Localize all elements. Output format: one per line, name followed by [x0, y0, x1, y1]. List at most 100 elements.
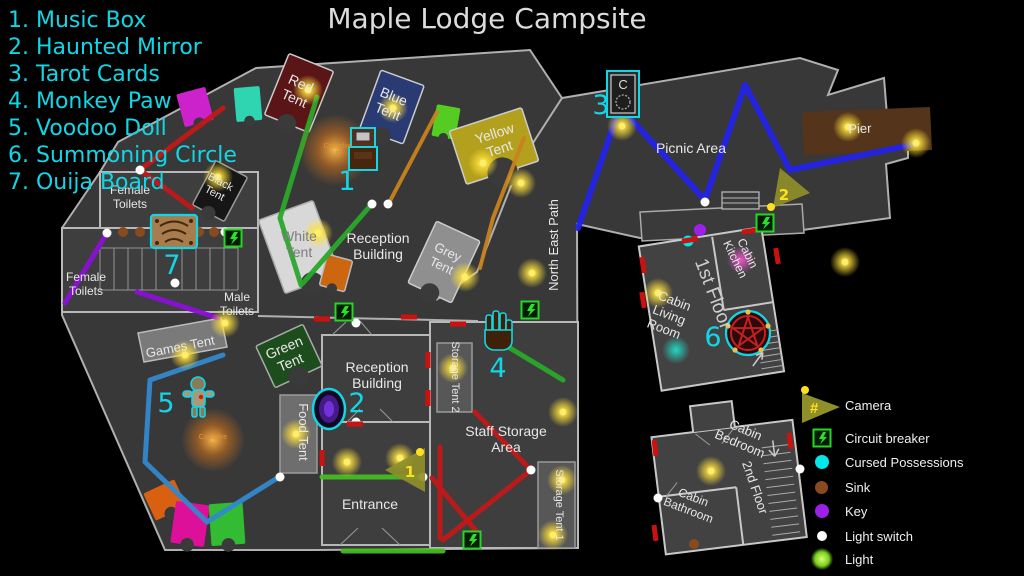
- cursed-list-item: 5. Voodoo Doll: [8, 116, 167, 141]
- cable-blue-games: [142, 352, 282, 525]
- music-box-number: 1: [338, 166, 355, 197]
- lightning-icon: [341, 306, 350, 319]
- circuit-breaker-icon: [462, 530, 482, 550]
- tent-teal-nw-canvas: [233, 86, 263, 122]
- light-switch: [526, 465, 536, 475]
- cable-orange-2: [478, 136, 526, 270]
- tent-teal-nw-notch: [244, 115, 255, 127]
- cable-purple-toilets: [62, 230, 110, 306]
- light: [293, 75, 323, 105]
- camera-2: 2: [767, 168, 810, 211]
- cable-orange-1: [388, 110, 439, 203]
- light-switch: [275, 472, 285, 482]
- light-bulb: [449, 364, 457, 372]
- legend-label: Circuit breaker: [845, 430, 930, 446]
- light: [303, 218, 333, 248]
- light-switch: [653, 493, 663, 503]
- light-bulb: [221, 319, 229, 327]
- light-switch: [383, 199, 393, 209]
- light-bulb: [214, 173, 222, 181]
- cabin-2f-partitions: [658, 486, 745, 545]
- light-switch-icon: [816, 531, 827, 541]
- light-bulb: [343, 458, 351, 466]
- legend-row-circuit-breaker: Circuit breaker: [798, 426, 1024, 450]
- camera-icon: #: [800, 386, 840, 423]
- legend-row-key: Key: [798, 499, 1024, 523]
- legend-icon-cell: [798, 480, 845, 494]
- light-bulb: [517, 179, 525, 187]
- sink: [209, 227, 219, 237]
- light: [643, 278, 673, 308]
- ouija-board-icon: [149, 213, 199, 250]
- cabin-1f-partitions: [711, 236, 774, 311]
- light-bulb: [559, 408, 567, 416]
- cabin-2f-stairs-arrow: [768, 440, 780, 457]
- cursed-list-item: 6. Summoning Circle: [8, 143, 237, 168]
- door-marker: [741, 227, 759, 235]
- legend-icon-cell: [798, 548, 845, 570]
- haunted-mirror-icon: [311, 387, 347, 431]
- cursed-list-item: 4. Monkey Paw: [8, 89, 172, 114]
- light: [833, 112, 863, 142]
- light-switch: [135, 165, 145, 175]
- games-tent: [137, 317, 228, 363]
- campfire-a-glow: [181, 408, 245, 472]
- tent-orange-small-notch: [326, 283, 338, 294]
- light-bulb: [844, 123, 852, 131]
- light: [506, 168, 536, 198]
- cursed-possession-icon: [814, 455, 829, 469]
- legend-icon-cell: [798, 455, 845, 469]
- music-box-icon: [348, 127, 378, 171]
- light-bulb: [912, 139, 920, 147]
- door-marker: [651, 524, 659, 542]
- reception-door-marks: [331, 320, 401, 546]
- svg-text:C: C: [618, 77, 627, 92]
- light: [901, 128, 931, 158]
- lightning-icon: [230, 232, 239, 245]
- light-bulb: [292, 430, 300, 438]
- lightning-icon: [527, 304, 536, 317]
- picnic-table-lines: [722, 197, 759, 204]
- door-marker: [425, 352, 431, 368]
- door-marker: [773, 247, 781, 265]
- light-bulb: [461, 273, 469, 281]
- black-tent-notch: [201, 205, 216, 221]
- light-bulb: [841, 258, 849, 266]
- camera-1-triangle: [385, 448, 425, 492]
- legend-label: Sink: [845, 479, 871, 495]
- light-bulb: [707, 467, 715, 475]
- door-marker: [450, 321, 466, 327]
- light: [210, 308, 240, 338]
- green-tent: [255, 324, 323, 388]
- campsite-ground: [61, 48, 909, 551]
- legend-row-light: Light: [798, 547, 1024, 571]
- svg-text:#: #: [810, 400, 819, 417]
- legend-icon-cell: [798, 428, 845, 448]
- legend-icon-cell: #: [798, 385, 845, 425]
- tent-green-small-notch: [438, 132, 449, 143]
- pink-glow: [727, 246, 755, 274]
- light: [438, 353, 468, 383]
- outdoor-reception-wall: [257, 315, 479, 322]
- light-bulb: [181, 351, 189, 359]
- legend-label: Light switch: [845, 528, 913, 544]
- picnic-table: [721, 191, 760, 210]
- door-marker: [401, 314, 417, 320]
- legend-label: Cursed Possessions: [845, 454, 964, 470]
- cabin-2f-door-marks: [666, 428, 734, 497]
- tent-teal-nw: [233, 86, 263, 127]
- blue-tent-notch: [372, 126, 391, 146]
- legend-label: Key: [845, 503, 868, 519]
- legend-row-sink: Sink: [798, 475, 1024, 499]
- camera-1-dot: [416, 448, 424, 456]
- map-label: Entrance: [342, 496, 398, 512]
- circuit-breaker-icon: [812, 428, 831, 448]
- light: [607, 111, 637, 141]
- key-icon: [814, 504, 829, 518]
- light: [538, 520, 568, 550]
